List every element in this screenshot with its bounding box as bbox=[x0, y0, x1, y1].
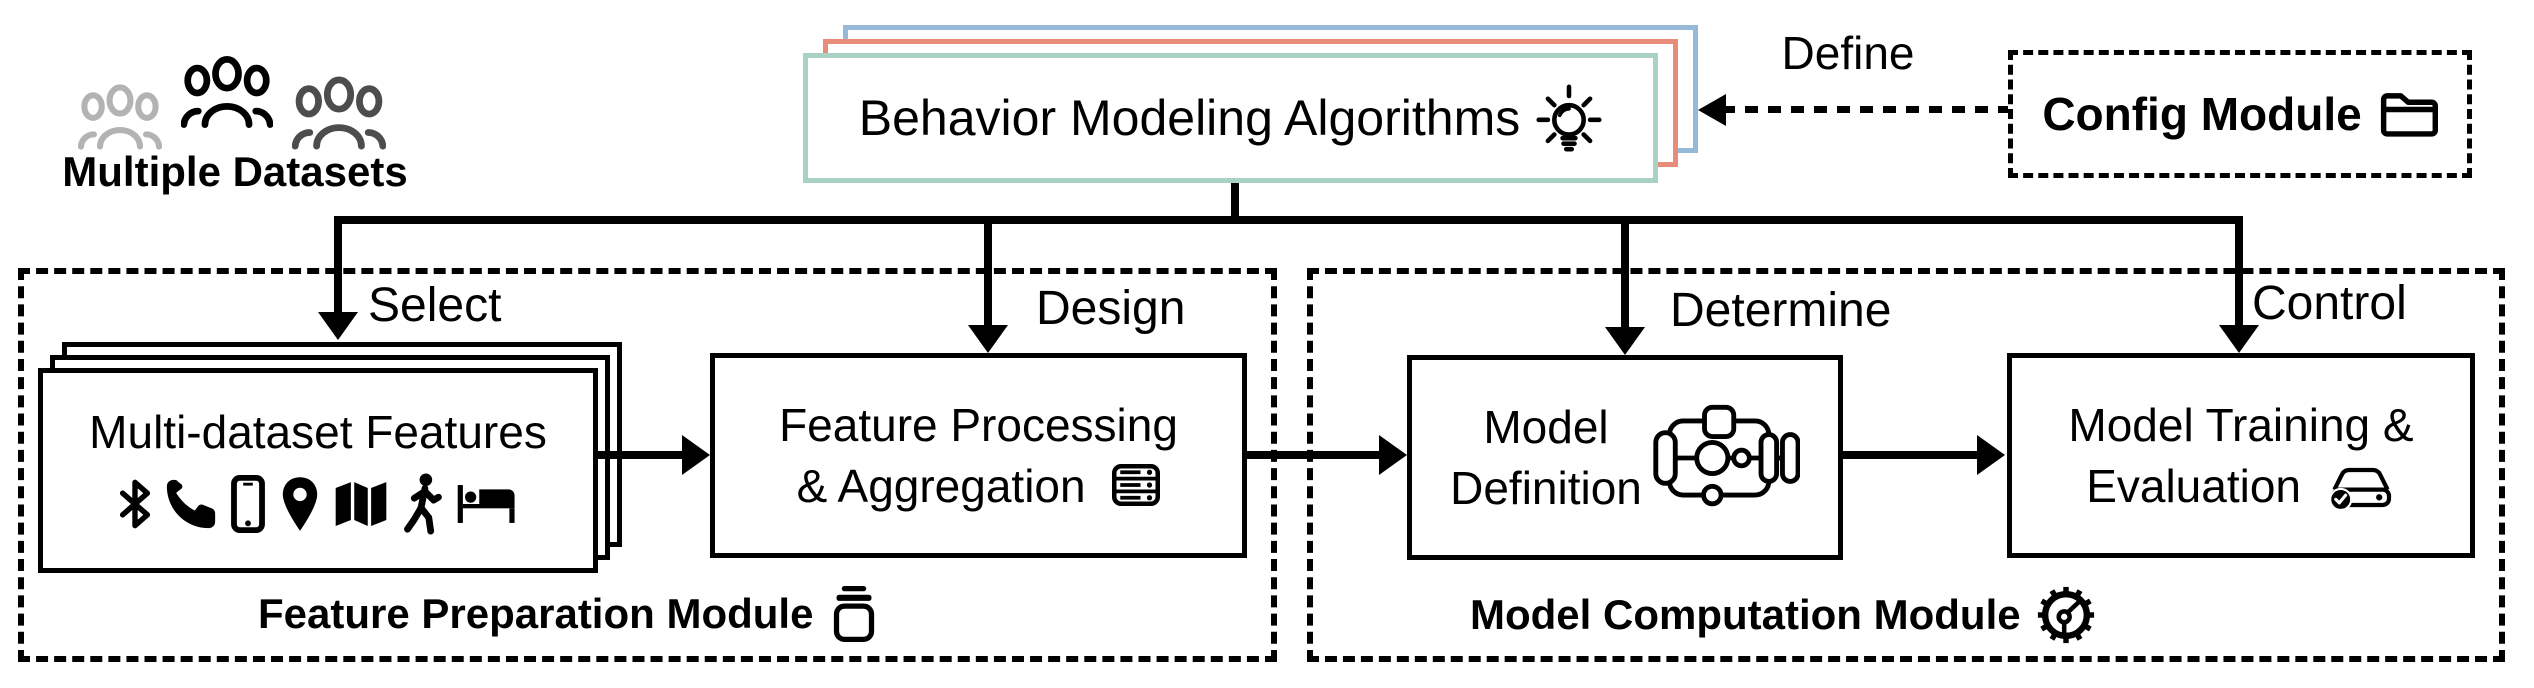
config-module-text: Config Module bbox=[2042, 88, 2362, 140]
determine-arrow-label: Determine bbox=[1670, 284, 1892, 337]
distribution-line bbox=[334, 216, 2243, 224]
model-definition-text-line2: Definition bbox=[1450, 461, 1642, 514]
select-arrow-label: Select bbox=[368, 279, 502, 332]
determine-arrowhead bbox=[1605, 327, 1645, 355]
design-arrowhead bbox=[968, 325, 1008, 353]
walking-person-icon bbox=[404, 473, 442, 535]
model-definition-box: Model Definition bbox=[1407, 355, 1843, 560]
location-pin-icon bbox=[282, 477, 318, 531]
model-training-text-line2: Evaluation bbox=[2086, 459, 2302, 512]
phone-icon bbox=[166, 479, 216, 529]
users-group-icon-dark bbox=[292, 76, 386, 150]
processing-to-definition-line bbox=[1247, 451, 1381, 459]
define-arrow-label: Define bbox=[1781, 27, 1915, 79]
smartphone-icon bbox=[231, 475, 265, 533]
map-icon bbox=[335, 482, 387, 526]
multiple-datasets-label: Multiple Datasets bbox=[62, 148, 408, 195]
processing-to-definition-arrowhead bbox=[1379, 435, 1407, 475]
algorithms-drop-line bbox=[1231, 183, 1239, 218]
server-icon bbox=[1112, 464, 1161, 507]
feature-processing-text-line2: & Aggregation bbox=[796, 459, 1086, 512]
users-group-icon-black bbox=[181, 56, 273, 128]
model-computation-module-text: Model Computation Module bbox=[1470, 591, 2021, 638]
feature-preparation-module bbox=[18, 268, 1277, 662]
storage-stack-icon bbox=[834, 586, 875, 642]
users-group-icon-light bbox=[77, 84, 163, 150]
folder-icon bbox=[2380, 93, 2438, 137]
bluetooth-icon bbox=[119, 479, 151, 529]
model-training-box: Model Training & Evaluation bbox=[2007, 353, 2475, 558]
multi-dataset-features-box: Multi-dataset Features bbox=[38, 368, 598, 573]
select-arrowhead bbox=[318, 312, 358, 340]
control-arrowhead bbox=[2219, 325, 2259, 353]
feature-processing-box: Feature Processing & Aggregation bbox=[710, 353, 1247, 558]
design-arrow-label: Design bbox=[1036, 282, 1186, 335]
feature-processing-text-line1: Feature Processing bbox=[779, 398, 1178, 451]
definition-to-training-arrowhead bbox=[1977, 435, 2005, 475]
features-to-processing-arrowhead bbox=[682, 435, 710, 475]
feature-preparation-module-text: Feature Preparation Module bbox=[258, 590, 814, 637]
model-architecture-icon bbox=[1653, 404, 1800, 506]
feature-preparation-module-label: Feature Preparation Module bbox=[258, 586, 879, 642]
features-to-processing-line bbox=[598, 451, 684, 459]
model-computation-module-label: Model Computation Module bbox=[1470, 586, 2095, 644]
bed-icon bbox=[457, 485, 515, 523]
define-arrow-line bbox=[1722, 106, 2008, 113]
select-arrow-line bbox=[334, 216, 342, 314]
config-module-box: Config Module bbox=[2008, 50, 2472, 178]
model-training-text-line1: Model Training & bbox=[2068, 398, 2414, 451]
model-definition-text-line1: Model bbox=[1483, 400, 1609, 453]
behavior-modeling-algorithms-box: Behavior Modeling Algorithms bbox=[803, 53, 1658, 183]
model-computation-module bbox=[1307, 268, 2505, 662]
dataset-feature-icons bbox=[118, 473, 518, 535]
behavior-modeling-algorithms-text: Behavior Modeling Algorithms bbox=[858, 90, 1521, 146]
definition-to-training-line bbox=[1843, 451, 1977, 459]
control-arrow-label: Control bbox=[2252, 277, 2407, 330]
lightbulb-icon bbox=[1536, 84, 1602, 152]
multi-dataset-features-text: Multi-dataset Features bbox=[89, 406, 547, 458]
drive-check-icon bbox=[2328, 468, 2391, 512]
define-arrowhead bbox=[1698, 94, 1726, 126]
gear-icon bbox=[2037, 586, 2094, 644]
